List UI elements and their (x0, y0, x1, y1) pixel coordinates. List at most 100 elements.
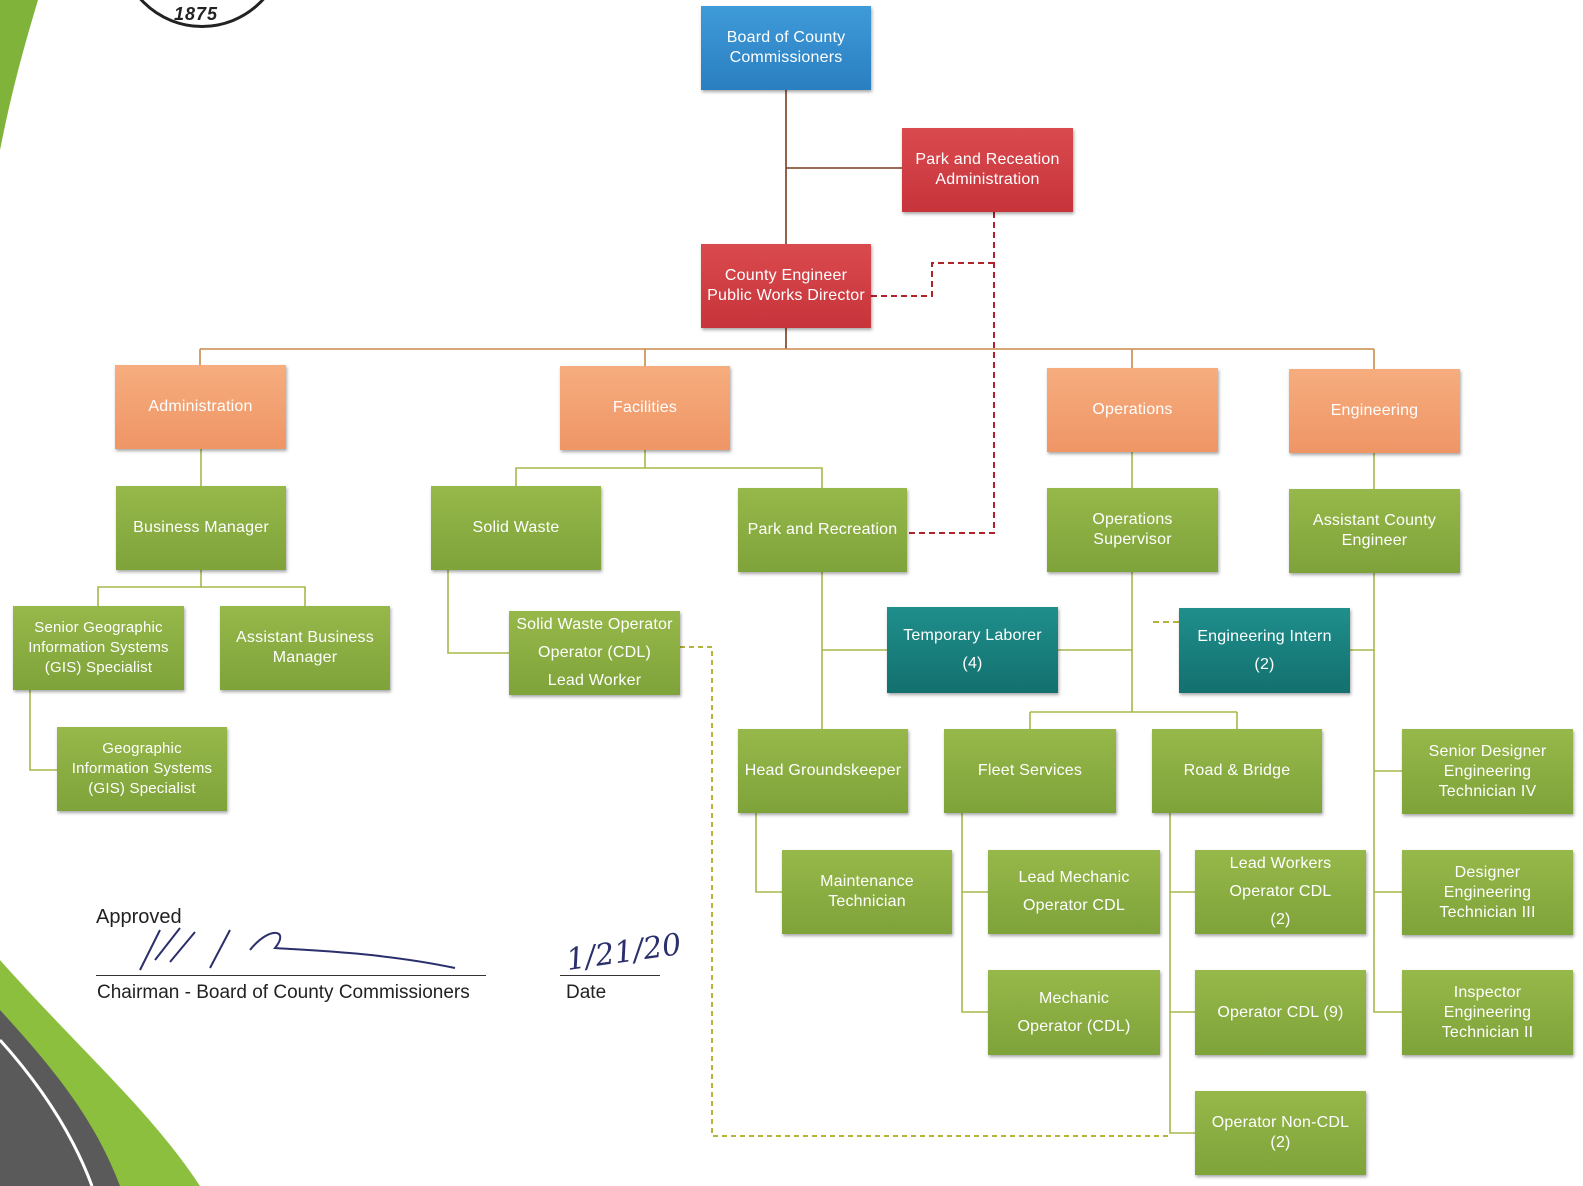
box-text-line: Engineer (1341, 532, 1408, 549)
box-text-line: Lead Workers (1229, 855, 1332, 872)
box-text-line: Operations (1092, 401, 1173, 418)
box-text-line: (2) (1270, 1134, 1291, 1151)
box-text-line: Park and Receation (915, 151, 1060, 168)
box-text-line: Engineering Intern (1197, 627, 1332, 645)
box-text-line: Board of County (726, 29, 846, 46)
box-text-line: Senior Designer (1428, 742, 1547, 760)
box-text-line: Operations (1092, 511, 1173, 528)
box-text-line: Assistant Business (236, 629, 374, 646)
solid-waste-to-operator-line (447, 570, 509, 654)
bottom-left-white-stripe (0, 1038, 94, 1186)
approved-label: Approved (96, 906, 182, 928)
groundskeeper-to-maint-line (755, 813, 782, 893)
operations-box[interactable]: Operations (1047, 368, 1218, 452)
box-text-line: Lead Mechanic (1018, 869, 1130, 886)
box-text-line: Operator CDL (1023, 897, 1125, 914)
solid-waste-dashed-line (680, 646, 1170, 1137)
temporary-laborer-box[interactable]: Temporary Laborer (4) (887, 607, 1058, 693)
top-left-swoosh (0, 0, 38, 150)
date-line (560, 975, 660, 976)
fleet-services-box[interactable]: Fleet Services (944, 729, 1116, 813)
box-text-line: Technician II (1441, 1023, 1534, 1041)
operator-non-cdl-box[interactable]: Operator Non-CDL (2) (1195, 1091, 1366, 1175)
box-text-line: Temporary Laborer (903, 627, 1042, 644)
box-text-line: Operator Non-CDL (1211, 1114, 1350, 1131)
date-caption: Date (566, 982, 607, 1003)
box-text-line: Operator CDL (1229, 883, 1332, 900)
box-text-line: Mechanic (1038, 989, 1110, 1007)
box-text-line: Public Works Director (707, 287, 865, 304)
box-text-line: Lead Worker (547, 672, 642, 689)
box-text-line: Technician III (1439, 903, 1536, 921)
box-text-line: Assistant County (1312, 512, 1437, 529)
fleet-vertical-line (961, 813, 988, 1013)
box-text-line: Facilities (612, 399, 678, 416)
box-text-line: Maintenance (820, 873, 914, 890)
box-text-line: Fleet Services (977, 762, 1083, 779)
box-text-line: (GIS) Specialist (88, 780, 196, 797)
box-text-line: Engineering (1330, 402, 1419, 419)
box-text-line: Technician IV (1438, 782, 1537, 800)
box-text-line: (4) (962, 655, 983, 672)
park-and-recreation-box[interactable]: Park and Recreation (738, 488, 907, 572)
engineering-intern-box[interactable]: Engineering Intern (2) (1179, 608, 1350, 693)
box-text-line: Geographic (102, 740, 182, 757)
chairman-signature (139, 927, 456, 971)
box-text-line: Inspector (1453, 983, 1522, 1001)
engineering-box[interactable]: Engineering (1289, 369, 1460, 453)
box-text-line: (2) (1270, 911, 1291, 928)
box-text-line: Information Systems (28, 639, 169, 656)
box-text-line: Administration (935, 171, 1040, 188)
box-text-line: Operator (CDL) (537, 644, 652, 661)
box-text-line: Engineering (1443, 1003, 1532, 1021)
park-admin-to-park-rec-dashed (907, 212, 995, 534)
box-text-line: (GIS) Specialist (44, 659, 153, 676)
box-text-line: Manager (272, 649, 338, 666)
box-text-line: Designer (1454, 863, 1521, 881)
facilities-to-park-line (645, 467, 823, 488)
business-manager-box[interactable]: Business Manager (116, 486, 286, 570)
operator-cdl-box[interactable]: Operator CDL (9) (1195, 970, 1366, 1055)
engineer-to-park-admin-dashed (871, 262, 994, 297)
senior-gis-to-gis-line (29, 690, 57, 771)
road-vertical-line (1169, 813, 1195, 1134)
bottom-left-dark-band (0, 1010, 120, 1186)
box-text-line: Operator (CDL) (1017, 1017, 1131, 1035)
box-text-line: Engineering (1443, 883, 1532, 901)
road-and-bridge-box[interactable]: Road & Bridge (1152, 729, 1322, 813)
box-text-line: Administration (148, 398, 253, 415)
business-to-asst-line (201, 586, 306, 606)
head-groundskeeper-box[interactable]: Head Groundskeeper (738, 729, 908, 813)
box-text-line: (2) (1254, 655, 1275, 673)
box-text-line: Commissioners (729, 49, 843, 66)
facilities-box[interactable]: Facilities (560, 366, 730, 450)
signer-caption: Chairman - Board of County Commissioners (97, 982, 470, 1003)
box-text-line: Solid Waste (472, 519, 560, 536)
box-text-line: Technician (828, 893, 906, 910)
box-text-line: Operator CDL (9) (1217, 1003, 1344, 1021)
box-text-line: Senior Geographic (34, 619, 163, 636)
seal-year: 1875 (174, 4, 219, 24)
box-text-line: Information Systems (71, 760, 213, 777)
box-text-line: Road & Bridge (1183, 762, 1291, 779)
solid-waste-box[interactable]: Solid Waste (431, 486, 601, 570)
administration-box[interactable]: Administration (115, 365, 286, 449)
eng-vertical-line (1373, 573, 1402, 1013)
